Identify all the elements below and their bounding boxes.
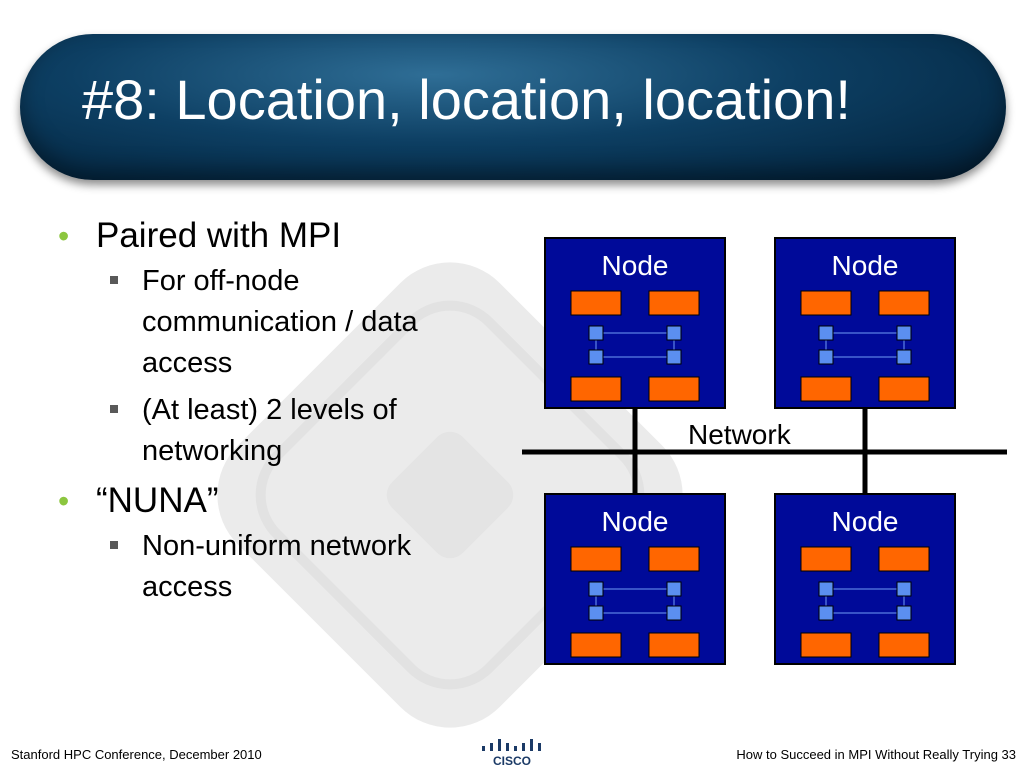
sub-bullet-text: For off-node communication / data access xyxy=(142,265,418,379)
memory-block xyxy=(896,605,912,621)
memory-block xyxy=(818,349,834,365)
memory-block xyxy=(666,605,682,621)
sub-bullet-item: Non-uniform network access xyxy=(96,526,496,608)
node-label: Node xyxy=(602,506,669,537)
node-box: Node xyxy=(774,493,956,665)
memory-block xyxy=(666,349,682,365)
memory-block xyxy=(818,605,834,621)
processor-block xyxy=(570,632,622,658)
node-box: Node xyxy=(774,237,956,409)
node-label: Node xyxy=(602,250,669,281)
bullet-item: • “NUNA” Non-uniform network access xyxy=(56,480,496,608)
memory-block xyxy=(818,325,834,341)
processor-block xyxy=(878,376,930,402)
processor-block xyxy=(800,632,852,658)
bullet-text: Paired with MPI xyxy=(96,216,342,255)
processor-block xyxy=(570,546,622,572)
cisco-logo-icon: CISCO xyxy=(482,739,541,767)
processor-block xyxy=(570,376,622,402)
node-label: Node xyxy=(832,506,899,537)
processor-block xyxy=(878,632,930,658)
title-bar xyxy=(20,34,1006,180)
processor-block xyxy=(648,546,700,572)
processor-block xyxy=(648,376,700,402)
sub-bullet-item: For off-node communication / data access xyxy=(96,261,496,384)
sub-bullet-text: Non-uniform network access xyxy=(142,530,412,603)
sub-bullet-text: (At least) 2 levels of networking xyxy=(142,394,397,467)
processor-block xyxy=(570,290,622,316)
interconnect-frame xyxy=(825,588,905,614)
memory-block xyxy=(666,325,682,341)
memory-block xyxy=(588,581,604,597)
interconnect-frame xyxy=(825,332,905,358)
processor-block xyxy=(800,376,852,402)
memory-block xyxy=(588,325,604,341)
processor-block xyxy=(800,546,852,572)
cisco-logo-text: CISCO xyxy=(493,754,531,767)
memory-block xyxy=(588,605,604,621)
bullet-text: “NUNA” xyxy=(96,481,219,520)
sub-bullet-item: (At least) 2 levels of networking xyxy=(96,390,496,472)
square-bullet-icon xyxy=(110,541,118,549)
sub-bullet-list: Non-uniform network access xyxy=(96,526,496,608)
bullet-list: • Paired with MPI For off-node communica… xyxy=(56,215,496,616)
bullet-dot-icon: • xyxy=(58,483,70,519)
memory-block xyxy=(896,349,912,365)
bullet-dot-icon: • xyxy=(58,218,70,254)
node-label: Node xyxy=(832,250,899,281)
node-box: Node xyxy=(544,237,726,409)
processor-block xyxy=(648,632,700,658)
bullet-item: • Paired with MPI For off-node communica… xyxy=(56,215,496,472)
footer-talk-title-page: How to Succeed in MPI Without Really Try… xyxy=(736,747,1016,762)
network-diagram: Network Node Node Node xyxy=(522,237,1007,665)
memory-block xyxy=(896,581,912,597)
processor-block xyxy=(878,546,930,572)
processor-block xyxy=(648,290,700,316)
node-box: Node xyxy=(544,493,726,665)
footer-conference: Stanford HPC Conference, December 2010 xyxy=(11,747,262,762)
memory-block xyxy=(818,581,834,597)
slide-title: #8: Location, location, location! xyxy=(82,68,851,131)
memory-block xyxy=(588,349,604,365)
memory-block xyxy=(666,581,682,597)
network-label: Network xyxy=(688,419,792,450)
processor-block xyxy=(800,290,852,316)
sub-bullet-list: For off-node communication / data access… xyxy=(96,261,496,472)
processor-block xyxy=(878,290,930,316)
memory-block xyxy=(896,325,912,341)
square-bullet-icon xyxy=(110,276,118,284)
square-bullet-icon xyxy=(110,405,118,413)
